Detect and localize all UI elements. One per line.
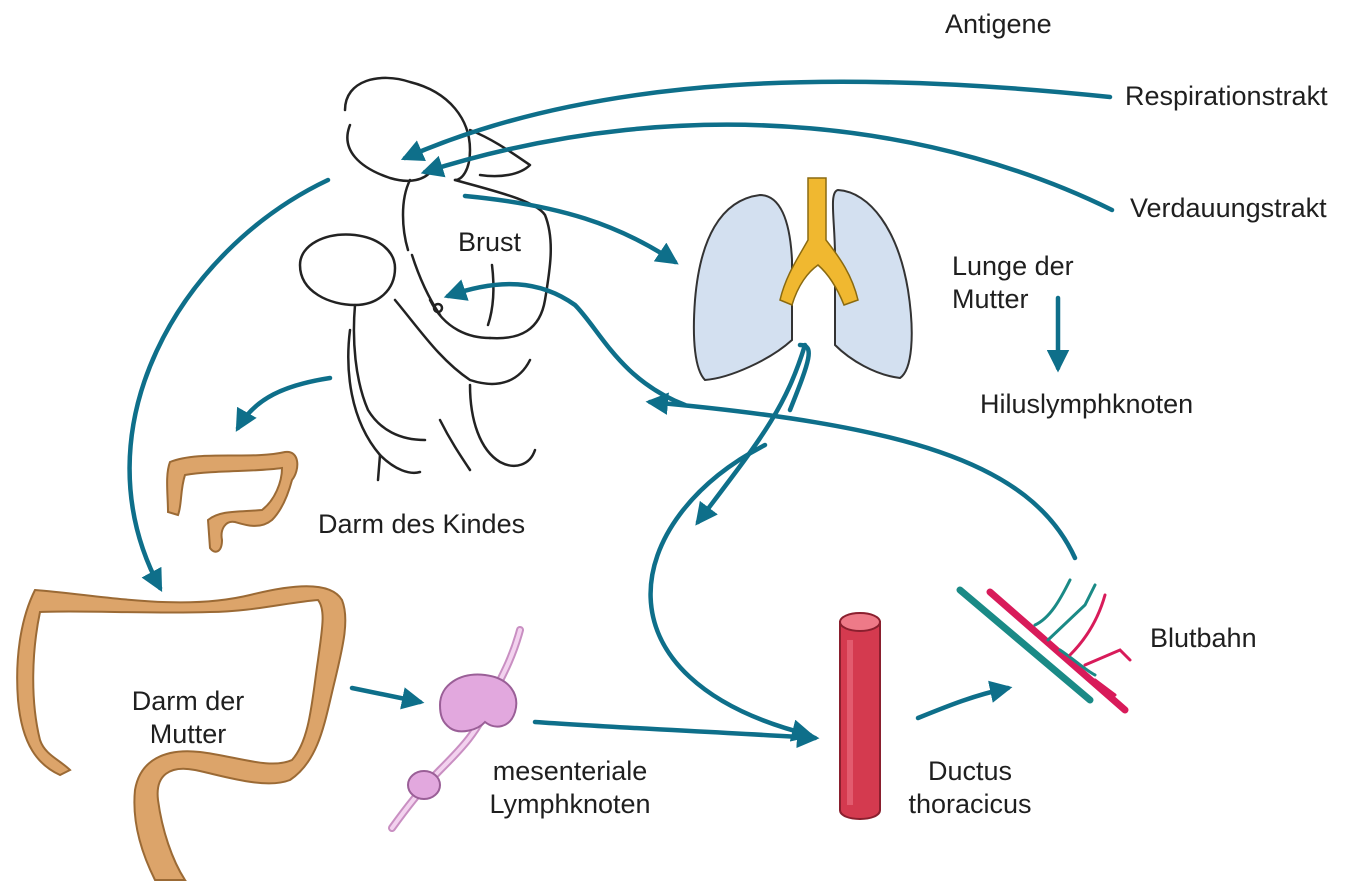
label-blutbahn: Blutbahn	[1150, 622, 1257, 655]
label-antigene: Antigene	[945, 8, 1052, 41]
label-lunge-line2: Mutter	[952, 283, 1029, 316]
flow-arrows	[130, 82, 1112, 738]
label-darm-mutter-line2: Mutter	[108, 718, 268, 751]
label-ductus-line2: thoracicus	[895, 788, 1045, 821]
label-hiluslymphknoten: Hiluslymphknoten	[980, 388, 1193, 421]
arrow-ductus-to-blood	[918, 688, 1008, 718]
arrow-loop-to-ductus	[651, 445, 810, 735]
label-darm-des-kindes: Darm des Kindes	[318, 508, 525, 541]
label-mesenteriale-line2: Lymphknoten	[470, 788, 670, 821]
label-brust: Brust	[458, 226, 521, 259]
child-intestine-illustration	[167, 452, 297, 552]
label-respirationstrakt: Respirationstrakt	[1125, 80, 1328, 113]
label-verdauungstrakt: Verdauungstrakt	[1130, 192, 1327, 225]
arrow-blood-to-breast	[448, 284, 685, 405]
blood-vessels-illustration	[960, 580, 1130, 710]
label-lunge-line1: Lunge der	[952, 250, 1074, 283]
label-mesenteriale-line1: mesenteriale	[470, 755, 670, 788]
arrow-intestine-to-lymph	[352, 688, 420, 702]
label-ductus-line1: Ductus	[895, 755, 1045, 788]
ductus-thoracicus-illustration	[840, 613, 880, 819]
arrow-mother-to-child-intestine	[238, 378, 330, 428]
mother-child-illustration	[300, 78, 551, 480]
label-darm-mutter-line1: Darm der	[108, 685, 268, 718]
